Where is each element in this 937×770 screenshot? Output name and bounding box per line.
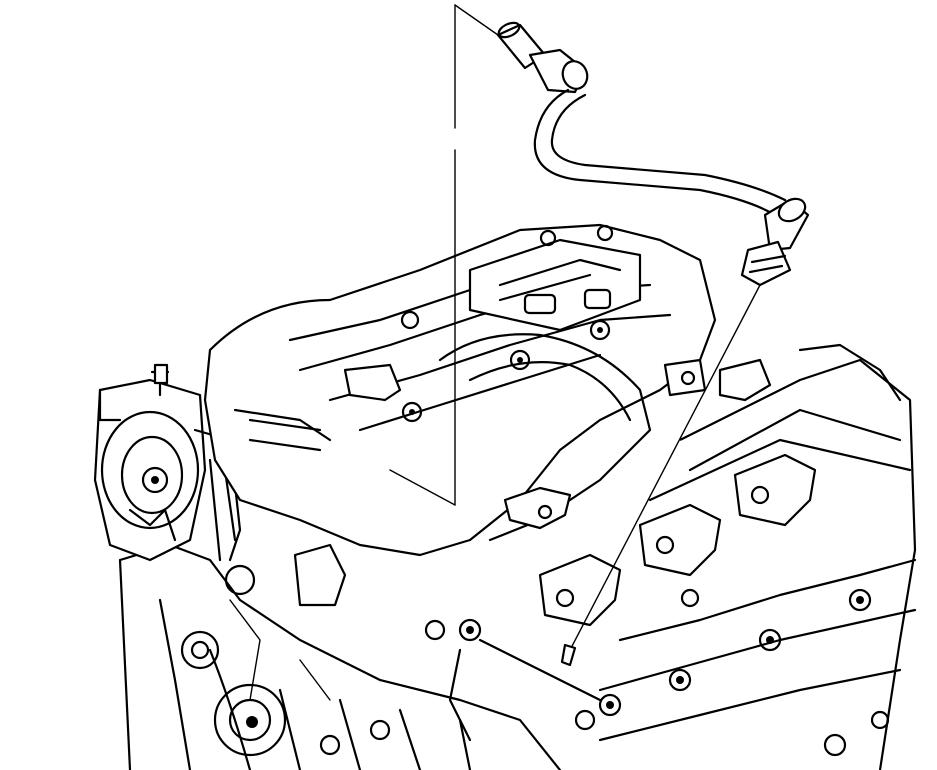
intake-manifold (203, 223, 717, 607)
hose-assembly (496, 21, 810, 287)
callout-lines (389, 4, 761, 667)
engine-block (118, 543, 562, 770)
valve-cover-coils (424, 343, 917, 770)
